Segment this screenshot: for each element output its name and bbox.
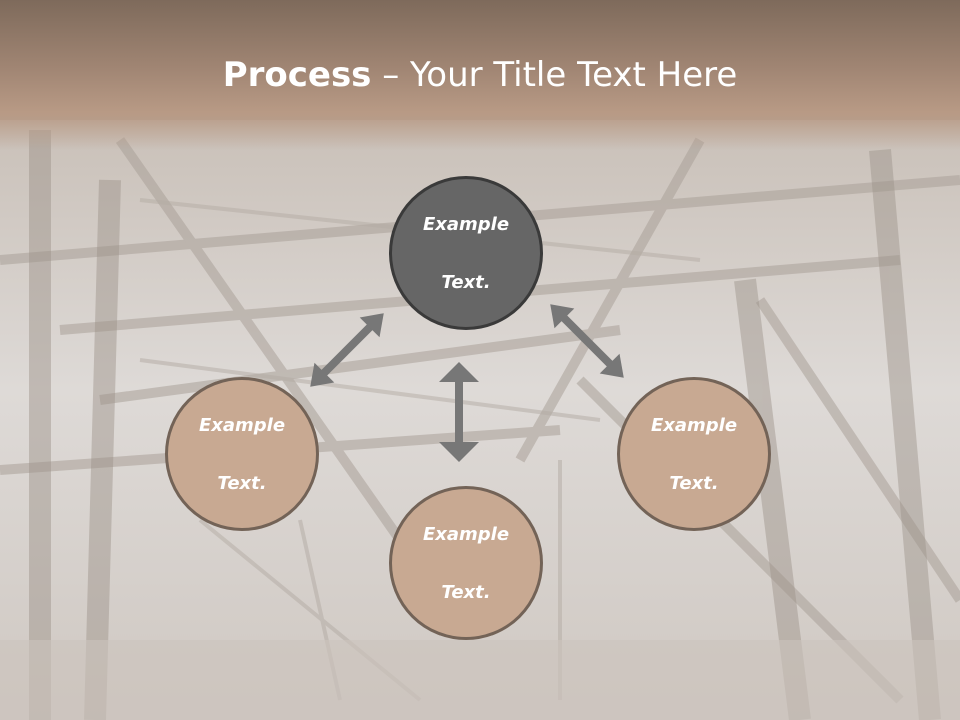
- slide-title: Process – Your Title Text Here: [0, 50, 960, 100]
- arrow-left-top: [310, 313, 384, 387]
- title-band: [0, 0, 960, 150]
- title-rest: – Your Title Text Here: [371, 55, 738, 95]
- arrow-top-bottom: [439, 362, 479, 462]
- arrow-top-right: [550, 304, 624, 378]
- title-bold: Process: [222, 55, 372, 95]
